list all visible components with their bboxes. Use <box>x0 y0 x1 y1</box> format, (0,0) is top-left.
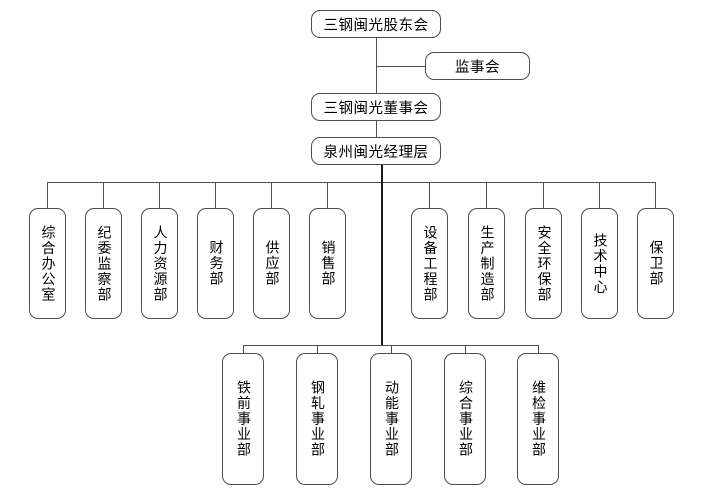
node-business-unit-energy[interactable]: 动能事业部 <box>370 353 412 485</box>
drop-line-bu-2 <box>317 345 318 353</box>
connector-management-to-bus <box>381 165 383 183</box>
node-label: 监事会 <box>455 59 500 76</box>
drop-line-dept-6 <box>327 182 328 208</box>
drop-line-bu-5 <box>538 345 539 353</box>
node-label: 三钢闽光股东会 <box>323 17 429 34</box>
node-board-of-supervisors[interactable]: 监事会 <box>425 52 530 80</box>
node-label: 泉州闽光经理层 <box>323 144 429 161</box>
node-department-discipline-inspection[interactable]: 纪委监察部 <box>85 208 122 319</box>
node-label: 铁前事业部 <box>235 380 251 458</box>
connector-board-to-management <box>376 121 377 137</box>
node-label: 钢轧事业部 <box>309 380 325 458</box>
node-label: 综合事业部 <box>457 380 473 458</box>
node-label: 纪委监察部 <box>95 224 112 303</box>
node-label: 财务部 <box>207 240 224 287</box>
node-department-security[interactable]: 保卫部 <box>637 208 674 319</box>
drop-line-dept-5 <box>271 182 272 208</box>
drop-line-dept-7 <box>429 182 430 208</box>
node-department-equipment-engineering[interactable]: 设备工程部 <box>411 208 448 319</box>
node-label: 生产制造部 <box>478 224 495 303</box>
node-label: 销售部 <box>319 240 336 287</box>
node-board-of-directors[interactable]: 三钢闽光董事会 <box>311 93 441 121</box>
node-business-unit-maintenance[interactable]: 维检事业部 <box>517 353 559 485</box>
node-department-technology-center[interactable]: 技术中心 <box>581 208 618 319</box>
drop-line-dept-10 <box>599 182 600 208</box>
connector-department-bus <box>47 182 655 183</box>
node-department-production-manufacturing[interactable]: 生产制造部 <box>468 208 505 319</box>
node-label: 维检事业部 <box>530 380 546 458</box>
node-label: 设备工程部 <box>421 224 438 303</box>
node-department-human-resources[interactable]: 人力资源部 <box>141 208 178 319</box>
node-department-sales[interactable]: 销售部 <box>309 208 346 319</box>
drop-line-dept-3 <box>159 182 160 208</box>
node-business-unit-ironmaking[interactable]: 铁前事业部 <box>222 353 264 485</box>
node-management-layer[interactable]: 泉州闽光经理层 <box>311 137 441 165</box>
node-department-supply[interactable]: 供应部 <box>253 208 290 319</box>
drop-line-dept-4 <box>215 182 216 208</box>
drop-line-bu-3 <box>391 345 392 353</box>
node-label: 动能事业部 <box>383 380 399 458</box>
connector-shareholders-to-board <box>376 38 377 93</box>
node-label: 三钢闽光董事会 <box>323 100 429 117</box>
node-label: 人力资源部 <box>151 224 168 303</box>
drop-line-dept-1 <box>47 182 48 208</box>
node-department-safety-environment[interactable]: 安全环保部 <box>525 208 562 319</box>
node-label: 安全环保部 <box>535 224 552 303</box>
node-business-unit-steel-rolling[interactable]: 钢轧事业部 <box>296 353 338 485</box>
drop-line-bu-1 <box>243 345 244 353</box>
drop-line-dept-9 <box>543 182 544 208</box>
node-label: 保卫部 <box>647 240 664 287</box>
drop-line-dept-8 <box>486 182 487 208</box>
drop-line-dept-2 <box>103 182 104 208</box>
drop-line-dept-11 <box>655 182 656 208</box>
node-label: 供应部 <box>263 240 280 287</box>
drop-line-bu-4 <box>465 345 466 353</box>
connector-trunk-to-supervisors <box>376 66 425 67</box>
connector-trunk-to-business-units <box>381 182 383 345</box>
node-shareholders-meeting[interactable]: 三钢闽光股东会 <box>311 10 441 38</box>
node-label: 综合办公室 <box>39 224 56 303</box>
node-department-general-office[interactable]: 综合办公室 <box>29 208 66 319</box>
node-business-unit-general[interactable]: 综合事业部 <box>444 353 486 485</box>
node-department-finance[interactable]: 财务部 <box>197 208 234 319</box>
node-label: 技术中心 <box>591 232 608 295</box>
